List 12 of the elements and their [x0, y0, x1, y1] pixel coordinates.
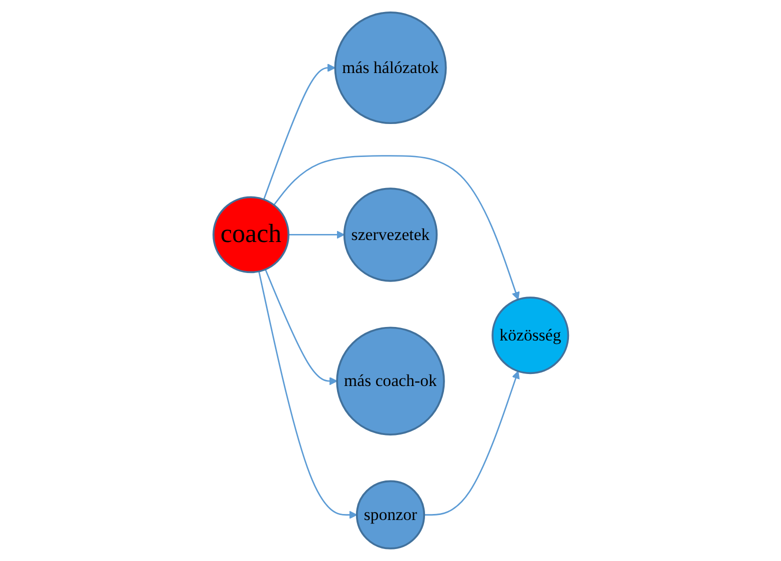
node-circle: sponzor [356, 480, 425, 550]
arrow [288, 230, 344, 239]
node-circle: más coach-ok [336, 326, 445, 436]
node-circle: közösség [491, 296, 569, 374]
arrow [272, 155, 520, 300]
arrow [264, 269, 338, 386]
node-circle: szervezetek [343, 188, 438, 282]
node-circle: más hálózatok [334, 12, 446, 124]
arrow [258, 271, 357, 519]
arrow [262, 64, 336, 200]
arrow [424, 370, 520, 516]
node-circle: coach [212, 196, 290, 274]
